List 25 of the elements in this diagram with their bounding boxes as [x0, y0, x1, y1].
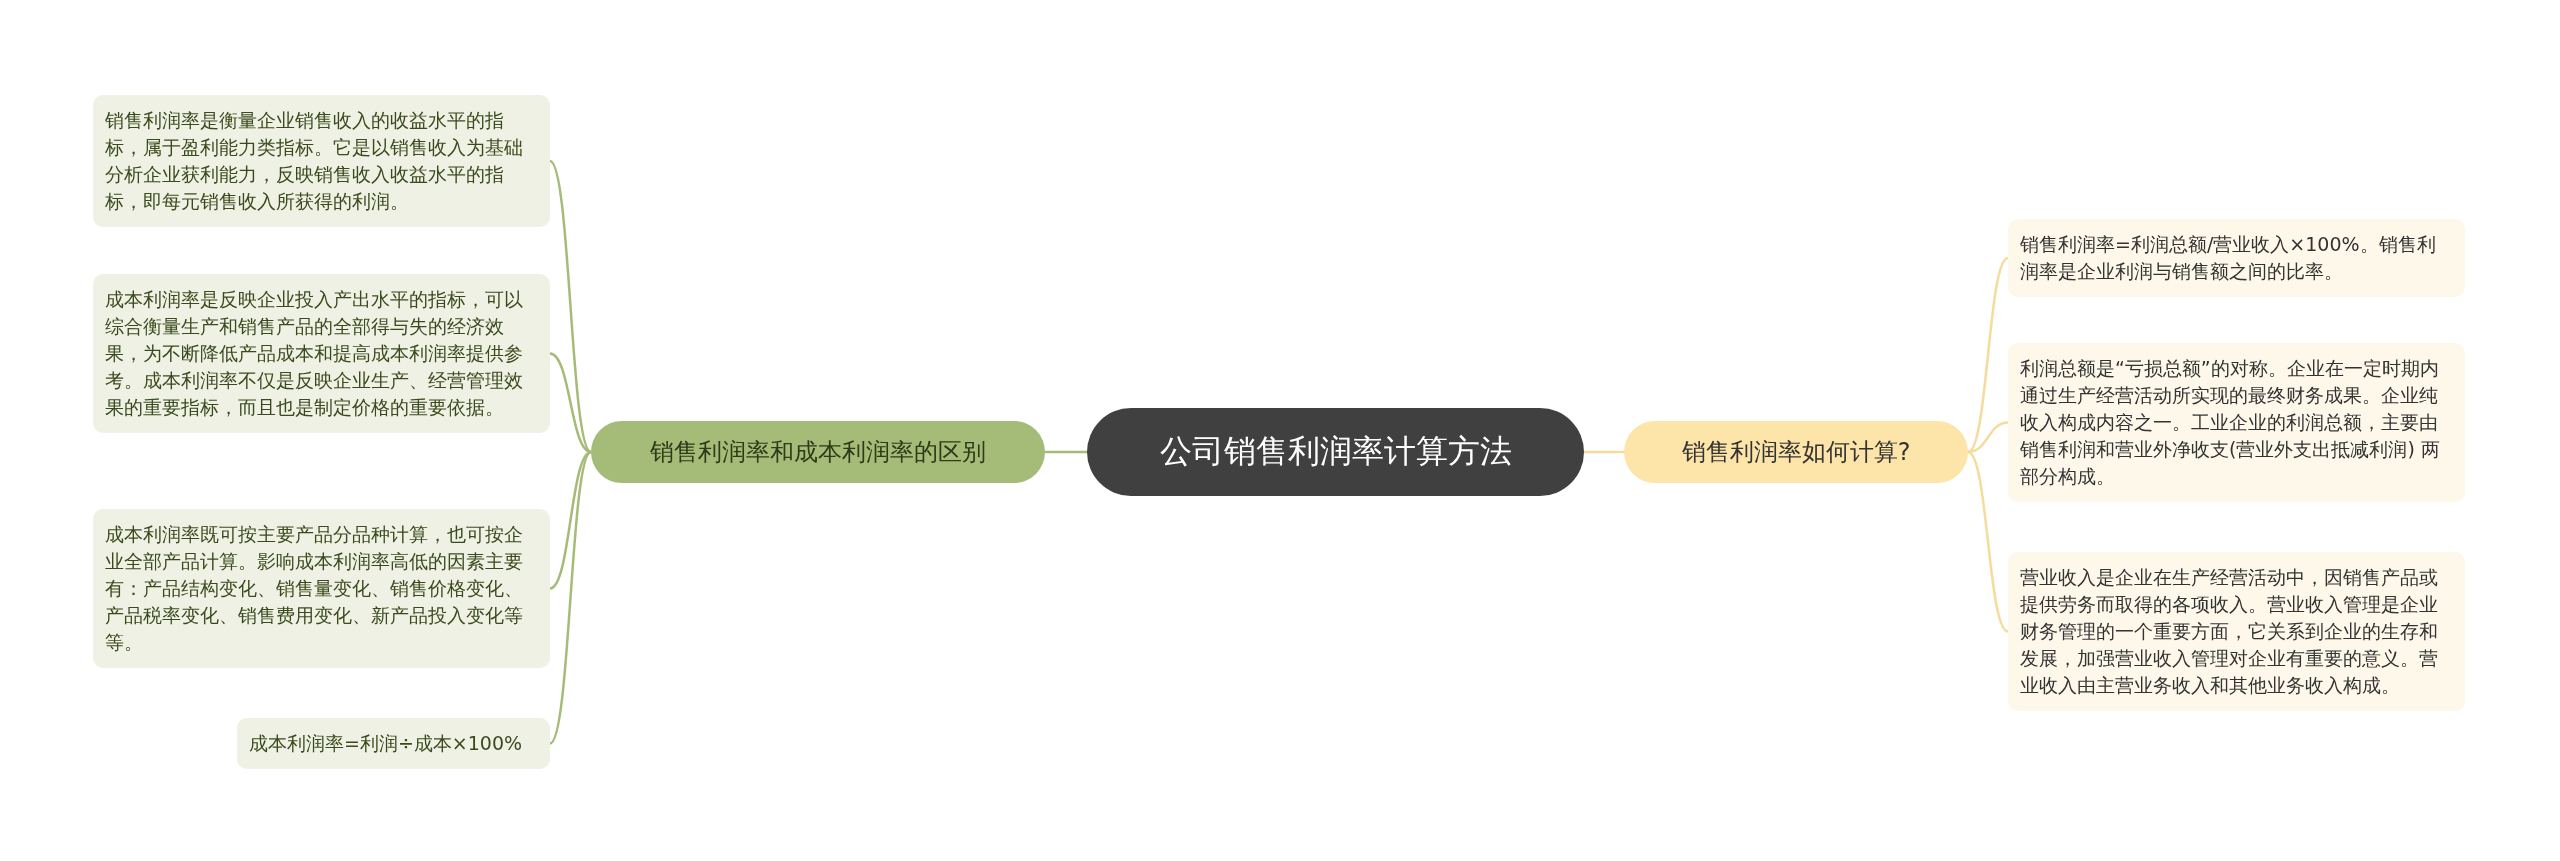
topic-text: 营业收入是企业在生产经营活动中，因销售产品或提供劳务而取得的各项收入。营业收入管理是企业财务管理的一个重要方面，它关系到企业的生存和发展，加强营业收入管理对企业有重要的意义。营业收入由主营业务收入和其他业务收入构成。: [2020, 566, 2438, 696]
topic-text: 公司销售利润率计算方法: [1159, 431, 1512, 472]
note-card: [93, 274, 550, 433]
note-card: [2008, 552, 2465, 711]
connector-line: [1967, 257, 2009, 453]
connector-line: [1045, 450, 1087, 454]
topic-text: 成本利润率既可按主要产品分品种计算，也可按企业全部产品计算。影响成本利润率高低的因素主要有：产品结构变化、销售量变化、销售价格变化、产品税率变化、销售费用变化、新产品投入变化等等。: [105, 523, 523, 653]
topic-text: 销售利润率如何计算?: [1681, 437, 1911, 468]
note-card: [237, 718, 550, 769]
connector-line: [1584, 450, 1624, 454]
topic-text: 成本利润率是反映企业投入产出水平的指标，可以综合衡量生产和销售产品的全部得与失的经济效果，为不断降低产品成本和提高成本利润率提供参考。成本利润率不仅是反映企业生产、经营管理效果的重要指标，而且也是制定价格的重要依据。: [105, 288, 523, 418]
topic-text: 销售利润率是衡量企业销售收入的收益水平的指标，属于盈利能力类指标。它是以销售收入为基础分析企业获利能力，反映销售收入收益水平的指标，即每元销售收入所获得的利润。: [105, 109, 523, 212]
connector-line: [549, 451, 592, 745]
topic-text: 利润总额是“亏损总额”的对称。企业在一定时期内通过生产经营活动所实现的最终财务成果。企业纯收入构成内容之一。工业企业的利润总额，主要由销售利润和营业外净收支(营业外支出抵减利润) 两部分构成。: [2020, 357, 2440, 487]
connector-line: [549, 352, 592, 454]
connector-line: [1967, 451, 2009, 633]
note-card: [93, 509, 550, 668]
topic-text: 销售利润率=利润总额/营业收入×100%。销售利润率是企业利润与销售额之间的比率。: [2020, 233, 2436, 282]
topic-text: 销售利润率和成本利润率的区别: [650, 437, 986, 468]
note-card: [93, 95, 550, 227]
connector-line: [1967, 421, 2009, 454]
note-card: [2008, 219, 2465, 297]
topic-text: 成本利润率=利润÷成本×100%: [249, 732, 523, 754]
connector-line: [549, 160, 592, 453]
note-card: [2008, 343, 2465, 502]
